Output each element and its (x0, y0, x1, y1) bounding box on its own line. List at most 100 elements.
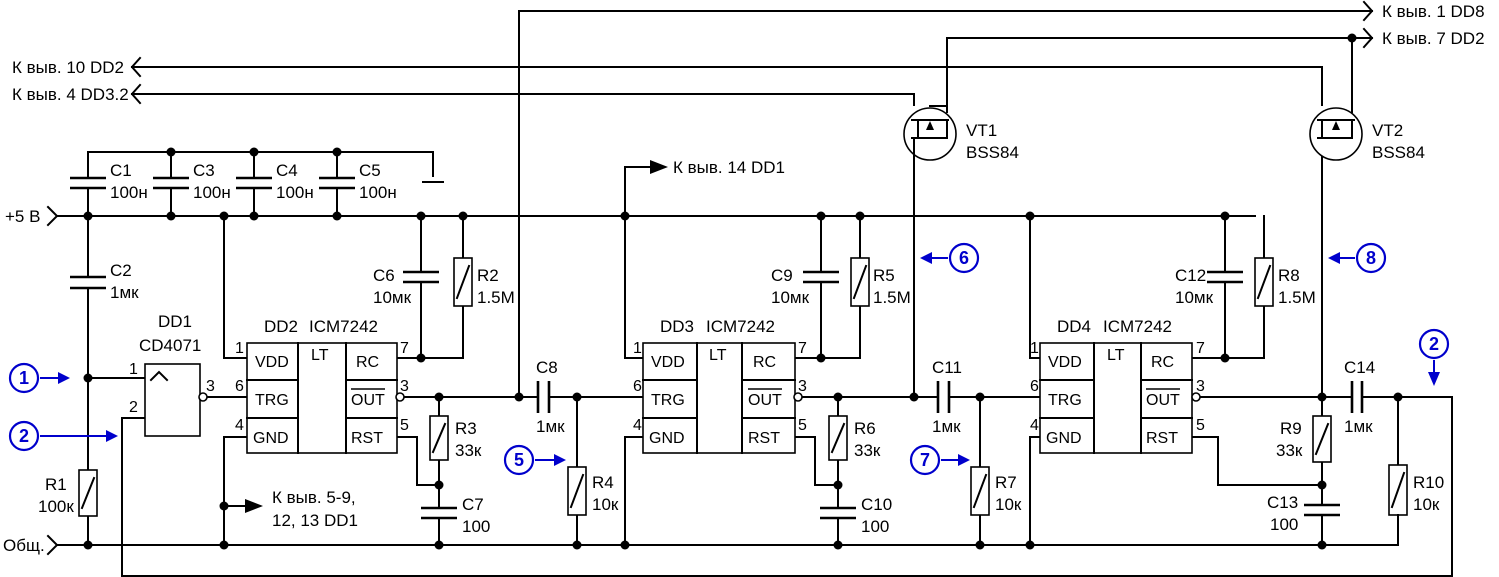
dd2-pin4: 4 (235, 417, 244, 434)
dd3-timer (642, 342, 803, 454)
resistor-r9 (1312, 415, 1332, 463)
test-point-2-left: 2 (8, 420, 118, 452)
dd3-rst: RST (748, 430, 780, 447)
svg-text:1: 1 (19, 368, 29, 388)
test-point-5: 5 (503, 444, 566, 476)
resistor-r7 (970, 466, 990, 516)
dd2-pin1: 1 (235, 340, 244, 357)
dd1-pin1: 1 (129, 361, 138, 378)
resistor-r5 (850, 257, 870, 307)
c11-name: C11 (932, 358, 962, 377)
dd2-pin7: 7 (400, 340, 409, 357)
c4-value: 100н (276, 183, 314, 202)
dd4-trg: TRG (1048, 392, 1082, 409)
r5-value: 1.5M (873, 288, 911, 307)
dd1-pin3: 3 (206, 378, 215, 395)
c13-name: C13 (1267, 493, 1298, 512)
dd4-lt: LT (1107, 347, 1125, 364)
dd4-pin4: 4 (1030, 417, 1039, 434)
transistor-vt2 (1309, 107, 1363, 161)
dd4-rc: RC (1151, 354, 1174, 371)
dd2-lt: LT (311, 347, 329, 364)
resistors (78, 257, 1408, 546)
c9-value: 10мк (771, 288, 810, 307)
dd3-pin1: 1 (633, 340, 642, 357)
output-dd1-pins-line2: 12, 13 DD1 (272, 511, 358, 530)
c7-name: C7 (462, 495, 484, 514)
dd2-pin6: 6 (235, 378, 244, 395)
r2-name: R2 (477, 266, 499, 285)
output-dd3-pin4: К выв. 4 DD3.2 (12, 85, 129, 104)
resistor-r10 (1388, 464, 1408, 516)
wires (46, 0, 1453, 577)
arrow-heads (245, 160, 668, 513)
dd4-name: DD4 (1057, 317, 1091, 336)
c12-value: 10мк (1175, 288, 1214, 307)
dd3-pin3: 3 (798, 378, 807, 395)
output-dd2-pin7: К выв. 7 DD2 (1382, 29, 1485, 48)
dd2-trg: TRG (255, 392, 289, 409)
c10-value: 100 (861, 517, 889, 536)
dd3-pin6: 6 (633, 378, 642, 395)
dd2-pin5: 5 (400, 417, 409, 434)
junctions (83, 33, 1403, 550)
c14-value: 1мк (1344, 417, 1373, 436)
c1-name: C1 (110, 161, 132, 180)
resistor-r8 (1254, 257, 1274, 307)
dd3-pin5: 5 (798, 417, 807, 434)
dd4-out: OUT (1146, 392, 1180, 409)
c13-value: 100 (1270, 515, 1298, 534)
dd3-out: OUT (748, 392, 782, 409)
c4-name: C4 (276, 161, 298, 180)
c10-name: C10 (861, 495, 892, 514)
c3-name: C3 (193, 161, 215, 180)
r9-value: 33к (1276, 441, 1303, 460)
c6-name: C6 (373, 266, 395, 285)
c3-value: 100н (193, 183, 231, 202)
dd4-pin3: 3 (1196, 378, 1205, 395)
dd4-vdd: VDD (1048, 354, 1082, 371)
r6-name: R6 (854, 419, 876, 438)
svg-text:2: 2 (1429, 334, 1439, 354)
r8-name: R8 (1278, 266, 1300, 285)
dd2-gnd: GND (253, 430, 289, 447)
dd1-or-gate (144, 363, 208, 437)
r3-name: R3 (455, 419, 477, 438)
dd4-gnd: GND (1046, 430, 1082, 447)
dd3-lt: LT (709, 347, 727, 364)
r10-name: R10 (1413, 473, 1444, 492)
dd3-gnd: GND (649, 430, 685, 447)
test-point-2-right: 2 (1418, 328, 1450, 386)
r7-value: 10к (995, 495, 1022, 514)
c5-value: 100н (359, 183, 397, 202)
dd4-timer (1039, 342, 1201, 454)
test-points: 1 2 2 5 6 7 8 (8, 242, 1450, 476)
output-dd8-pin1: К выв. 1 DD8 (1382, 2, 1485, 21)
test-point-8: 8 (1328, 242, 1387, 274)
c5-name: C5 (359, 161, 381, 180)
transistor-vt1 (903, 107, 957, 161)
dd3-trg: TRG (651, 392, 685, 409)
r6-value: 33к (854, 441, 881, 460)
svg-text:8: 8 (1366, 248, 1376, 268)
resistor-r6 (828, 415, 848, 461)
dd2-rst: RST (351, 430, 383, 447)
test-point-1: 1 (8, 362, 70, 394)
test-point-7: 7 (909, 444, 970, 476)
dd3-rc: RC (753, 354, 776, 371)
dd2-name: DD2 (264, 317, 298, 336)
r9-name: R9 (1280, 419, 1302, 438)
ground-rail-label: Общ. (3, 536, 45, 555)
c6-value: 10мк (373, 288, 412, 307)
resistor-r3 (429, 415, 449, 461)
c14-name: C14 (1344, 358, 1375, 377)
vt2-name: VT2 (1372, 121, 1403, 140)
resistor-r2 (453, 257, 473, 307)
dd4-pin5: 5 (1196, 417, 1205, 434)
vt1-name: VT1 (966, 121, 997, 140)
power-rail-label: +5 В (5, 207, 40, 226)
resistor-r4 (567, 466, 587, 516)
dd4-pin6: 6 (1030, 378, 1039, 395)
r1-name: R1 (45, 475, 67, 494)
